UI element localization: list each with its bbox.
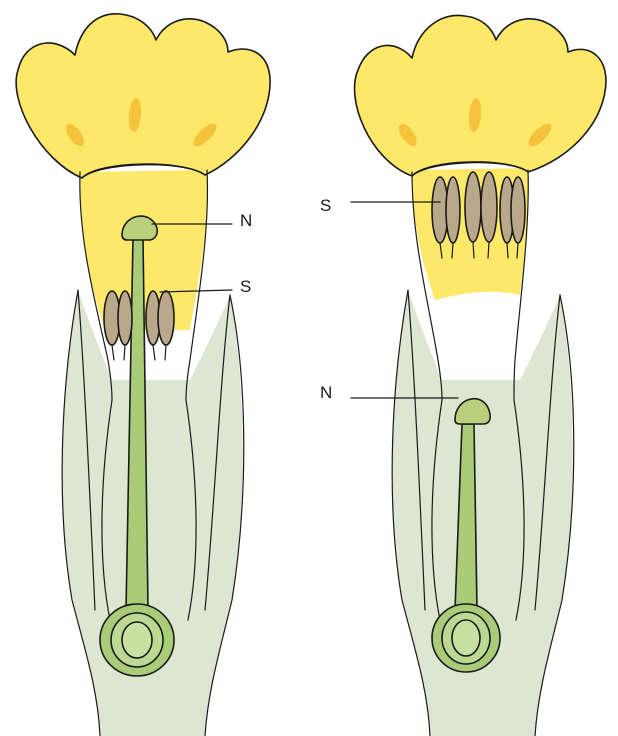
- left-petals: [16, 14, 270, 178]
- right-petals: [355, 15, 606, 176]
- label-left-N: N: [240, 211, 252, 230]
- label-left-S: S: [240, 277, 251, 296]
- label-right-N: N: [320, 383, 332, 402]
- left-flower: [16, 14, 270, 736]
- right-flower: [351, 15, 606, 736]
- label-right-S: S: [320, 196, 331, 215]
